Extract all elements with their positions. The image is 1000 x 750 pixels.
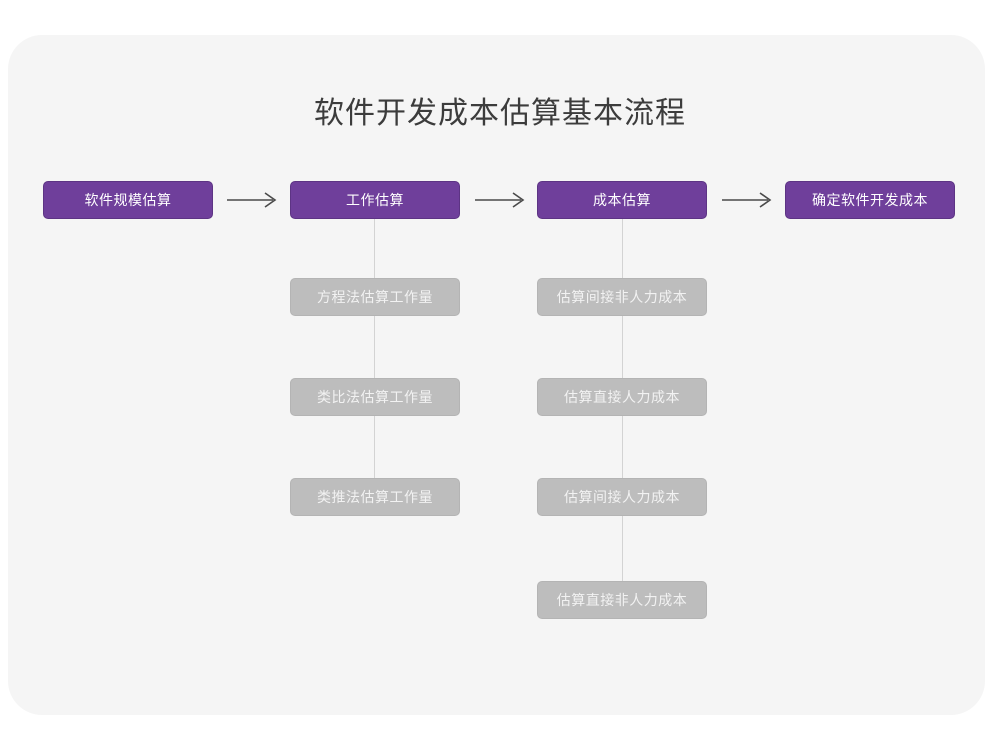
content-card <box>8 35 985 715</box>
flow-subnode-direct-labor-cost[interactable]: 估算直接人力成本 <box>537 378 707 416</box>
flow-node-determine-development-cost[interactable]: 确定软件开发成本 <box>785 181 955 219</box>
flow-node-work-estimation[interactable]: 工作估算 <box>290 181 460 219</box>
arrow-2-icon <box>473 188 529 212</box>
flow-node-cost-estimation[interactable]: 成本估算 <box>537 181 707 219</box>
page-title: 软件开发成本估算基本流程 <box>314 97 686 130</box>
arrow-1-icon <box>225 188 281 212</box>
flow-subnode-direct-nonlabor-cost[interactable]: 估算直接非人力成本 <box>537 581 707 619</box>
flow-subnode-indirect-nonlabor-cost[interactable]: 估算间接非人力成本 <box>537 278 707 316</box>
flow-subnode-analogy-method-workload[interactable]: 类比法估算工作量 <box>290 378 460 416</box>
flow-node-software-scale-estimation[interactable]: 软件规模估算 <box>43 181 213 219</box>
arrow-3-icon <box>720 188 776 212</box>
flow-subnode-indirect-labor-cost[interactable]: 估算间接人力成本 <box>537 478 707 516</box>
connector-line-work <box>374 212 375 512</box>
flow-subnode-equation-method-workload[interactable]: 方程法估算工作量 <box>290 278 460 316</box>
flow-subnode-inference-method-workload[interactable]: 类推法估算工作量 <box>290 478 460 516</box>
